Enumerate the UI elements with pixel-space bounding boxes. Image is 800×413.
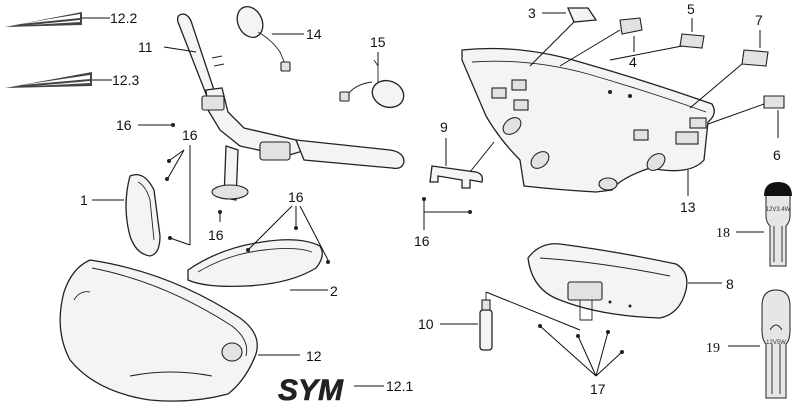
label-8: 8 [726, 276, 734, 292]
label-16e: 16 [414, 233, 430, 249]
mirror-right [339, 59, 405, 109]
headlight-cover [187, 239, 323, 288]
indicator-lens-6 [763, 95, 785, 109]
leader-11 [163, 46, 197, 53]
bulb18-marking: 12V3.4W [766, 207, 791, 213]
decal-12-3 [5, 72, 112, 88]
lens-leaders [529, 21, 765, 125]
label-12-3: 12.3 [112, 72, 139, 88]
label-3: 3 [528, 5, 536, 21]
label-7: 7 [755, 12, 763, 28]
bulb-19: 12V5W [761, 289, 791, 399]
sym-logo-decal: SYM [278, 374, 345, 408]
decal-12-2 [5, 12, 110, 27]
label-12-1: 12.1 [386, 378, 413, 394]
label-13: 13 [680, 199, 696, 215]
label-12: 12 [306, 348, 322, 364]
leader-17 [539, 325, 597, 377]
label-18: 18 [716, 226, 730, 241]
label-15: 15 [370, 34, 386, 50]
label-12-2: 12.2 [110, 10, 137, 26]
handlebar [176, 13, 405, 201]
bulb-18: 12V3.4W [764, 182, 792, 267]
bulb19-marking: 12V5W [766, 340, 786, 346]
mirror-left [236, 5, 291, 72]
label-16c: 16 [208, 227, 224, 243]
sym-logo-text: SYM [278, 374, 344, 407]
label-14: 14 [306, 26, 322, 42]
label-5: 5 [687, 1, 695, 17]
screws-17 [538, 324, 624, 354]
headlight [125, 173, 161, 257]
speedometer-assembly [527, 243, 688, 321]
front-handlebar-cover [59, 259, 258, 402]
indicator-lens-3 [567, 7, 598, 23]
indicator-lens-4 [619, 17, 643, 35]
label-11: 11 [138, 39, 153, 55]
screw [171, 123, 175, 127]
bracket [429, 165, 484, 189]
label-16a: 16 [116, 117, 132, 133]
label-6: 6 [773, 147, 781, 163]
label-2: 2 [330, 283, 338, 299]
indicator-lens-5 [679, 33, 705, 49]
speedometer-cable-fitting [479, 292, 493, 351]
label-9: 9 [440, 119, 448, 135]
label-16d: 16 [288, 189, 304, 205]
label-19: 19 [706, 341, 720, 356]
label-1: 1 [80, 192, 88, 208]
label-10: 10 [418, 316, 434, 332]
rear-handlebar-cover [461, 47, 715, 193]
indicator-lens-7 [741, 49, 769, 67]
label-17: 17 [590, 381, 606, 397]
label-4: 4 [629, 54, 637, 70]
label-16b: 16 [182, 127, 198, 143]
